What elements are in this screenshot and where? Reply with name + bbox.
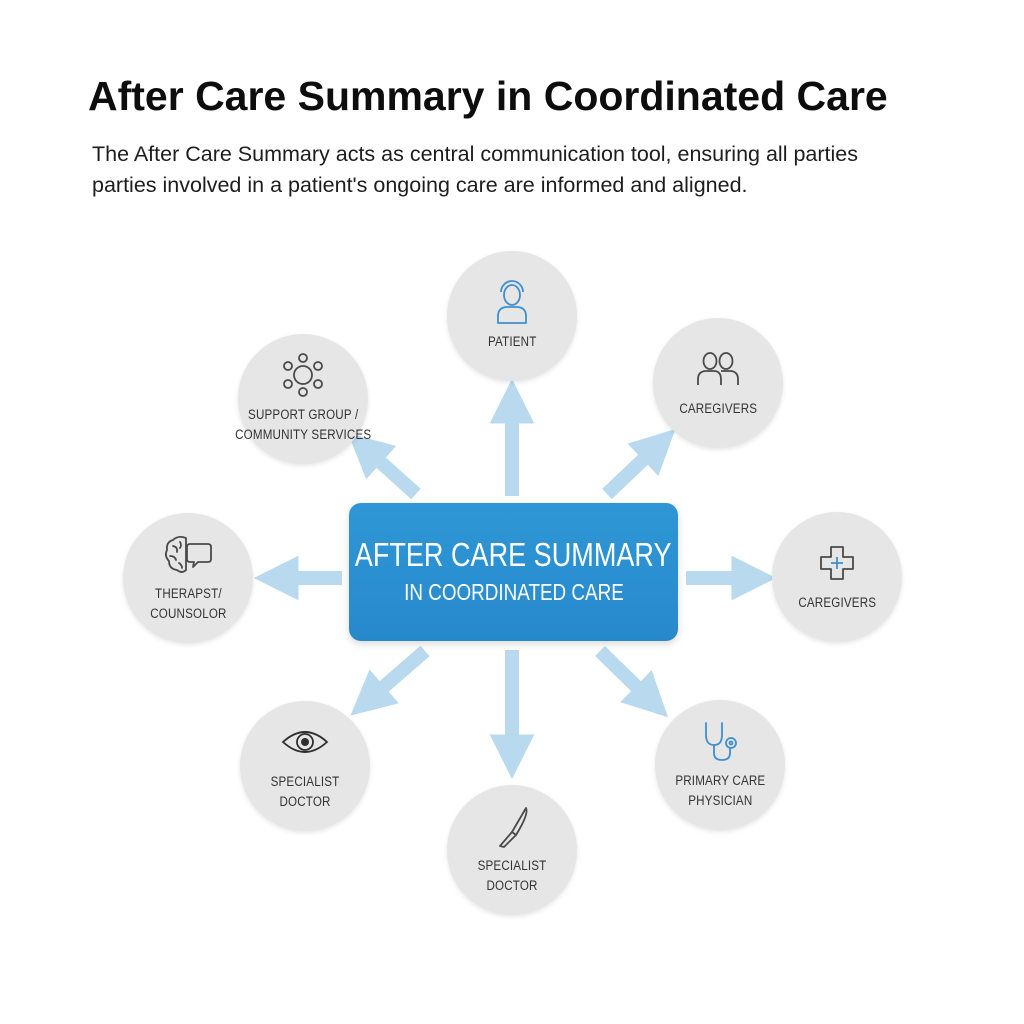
node-specialist-left: SPECIALIST DOCTOR [240, 701, 370, 831]
page-subtitle: The After Care Summary acts as central c… [92, 139, 972, 201]
node-label: SPECIALIST DOCTOR [270, 774, 340, 809]
brain-speech-icon [162, 532, 214, 576]
people-icon [692, 347, 744, 391]
node-therapist: THERAPST/ COUNSOLOR [123, 513, 253, 643]
arrow-to-primary-care [595, 645, 669, 718]
node-label: PRIMARY CARE PHYSICIAN [674, 773, 766, 808]
node-patient: PATIENT [447, 251, 577, 381]
node-label: CAREGIVERS [798, 595, 876, 610]
node-caregivers-top: CAREGIVERS [653, 318, 783, 448]
node-specialist-bottom: SPECIALIST DOCTOR [447, 785, 577, 915]
node-support-group: SUPPORT GROUP / COMMUNITY SERVICES [234, 334, 372, 464]
subtitle-line-1: The After Care Summary acts as central c… [92, 142, 858, 166]
subtitle-line-2: parties involved in a patient's ongoing … [92, 173, 748, 197]
scalpel-icon [486, 804, 538, 848]
center-subtitle: IN COORDINATED CARE [403, 579, 624, 605]
node-label: PATIENT [487, 334, 537, 349]
node-label: THERAPST/ COUNSOLOR [149, 586, 227, 621]
medical-cross-icon [811, 541, 863, 585]
arrow-to-support-group [347, 432, 421, 500]
node-label: SUPPORT GROUP / COMMUNITY SERVICES [234, 407, 372, 442]
arrow-to-caregivers-top [602, 429, 676, 500]
eye-icon [279, 720, 331, 764]
center-summary-box: AFTER CARE SUMMARY IN COORDINATED CARE [349, 503, 678, 641]
center-title: AFTER CARE SUMMARY [355, 536, 672, 573]
network-icon [277, 353, 329, 397]
person-icon [486, 280, 538, 324]
node-primary-care: PRIMARY CARE PHYSICIAN [655, 700, 785, 830]
stethoscope-icon [694, 719, 746, 763]
arrow-to-specialist-left [350, 645, 430, 716]
node-caregivers-right: CAREGIVERS [772, 512, 902, 642]
node-label: CAREGIVERS [679, 401, 757, 416]
node-label: SPECIALIST DOCTOR [477, 858, 547, 893]
page-title: After Care Summary in Coordinated Care [88, 73, 888, 119]
